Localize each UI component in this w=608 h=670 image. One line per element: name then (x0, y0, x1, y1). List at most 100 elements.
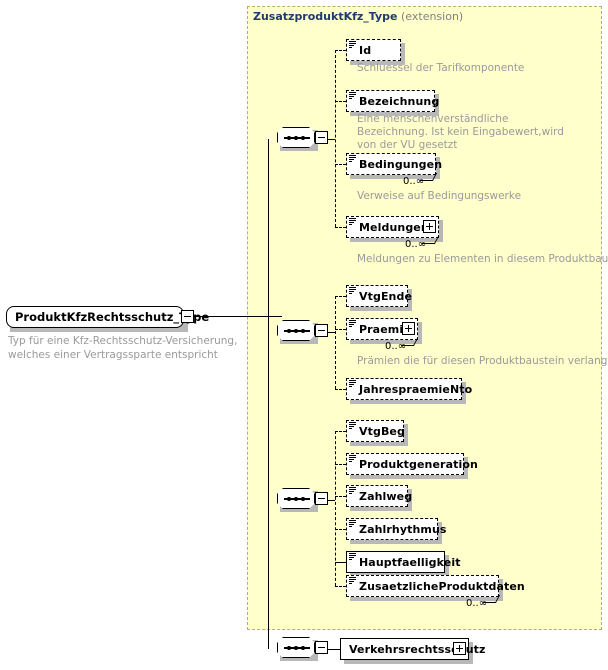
node-body: Produktgeneration (346, 453, 478, 475)
element-label: Verkehrsrechtsschutz (349, 642, 486, 656)
node-body: ZusaetzlicheProduktdaten (346, 575, 525, 597)
element-node-vtgende[interactable]: VtgEnde (346, 285, 412, 311)
expand-icon[interactable] (423, 220, 436, 233)
element-icon (349, 155, 356, 162)
sequence-dots-1 (287, 134, 307, 141)
element-node-produktgeneration[interactable]: Produktgeneration (346, 453, 478, 479)
element-occurrence: 0..∞ (405, 239, 427, 250)
root-collapse-icon[interactable] (181, 310, 194, 323)
node-body: Hauptfaelligkeit (346, 551, 460, 573)
element-description: Eine menschenverständliche Bezeichnung. … (357, 113, 564, 151)
element-label: JahrespraemieNto (359, 382, 473, 396)
element-label: Produktgeneration (359, 457, 478, 471)
root-label: ProduktKfzRechtsschutz_Type (15, 310, 210, 324)
node-body: Bezeichnung (346, 90, 439, 112)
group-spine-line (268, 139, 269, 649)
element-icon (349, 41, 356, 48)
element-icon (349, 287, 356, 294)
element-icon (349, 577, 356, 584)
node-body: Bedingungen (346, 153, 442, 175)
element-icon (349, 455, 356, 462)
sequence-collapse-icon-4[interactable] (315, 641, 328, 654)
element-label: Praemie (359, 322, 411, 336)
element-icon (349, 487, 356, 494)
extension-qualifier: (extension) (401, 10, 464, 23)
seq4-stem (328, 649, 340, 650)
element-label: VtgBeg (359, 424, 405, 438)
expand-icon[interactable] (402, 322, 415, 335)
element-description: Prämien die für diesen Produktbaustein v… (357, 355, 608, 367)
node-body: Meldungen (346, 216, 439, 238)
element-icon (349, 380, 356, 387)
element-description: Schluessel der Tarifkomponente (357, 62, 525, 74)
element-icon (349, 422, 356, 429)
element-label: Hauptfaelligkeit (359, 555, 461, 569)
element-icon (349, 218, 356, 225)
seq2-branch-1 (335, 296, 346, 297)
seq2-stem (328, 332, 335, 333)
sequence-compositor-1[interactable] (277, 127, 328, 151)
element-icon (349, 92, 356, 99)
seq2-branch-spine (335, 296, 336, 389)
seq1-branch-2 (335, 101, 346, 102)
element-node-meldungen[interactable]: Meldungen (346, 216, 443, 242)
element-node-zahlweg[interactable]: Zahlweg (346, 485, 412, 511)
element-label: Bedingungen (359, 157, 443, 171)
seq3-branch-5 (335, 562, 346, 563)
seq3-branch-spine (335, 431, 336, 586)
seq3-branch-2 (335, 464, 346, 465)
sequence-compositor-4[interactable] (277, 637, 328, 661)
extension-type-name: ZusatzproduktKfz_Type (253, 10, 398, 23)
node-body: VtgBeg (346, 420, 405, 442)
element-node-bedingungen[interactable]: Bedingungen (346, 153, 442, 179)
seq3-branch-3 (335, 496, 346, 497)
seq3-branch-1 (335, 431, 346, 432)
element-label: Zahlweg (359, 489, 413, 503)
element-node-id[interactable]: Id (346, 39, 405, 65)
element-label: Zahlrhythmus (359, 522, 447, 536)
seq1-stem (328, 139, 335, 140)
element-occurrence: 0..∞ (466, 598, 488, 609)
sequence-compositor-2[interactable] (277, 320, 328, 344)
sequence-compositor-3[interactable] (277, 488, 328, 512)
element-label: Bezeichnung (359, 94, 440, 108)
seq1-branch-4 (335, 227, 346, 228)
sequence-collapse-icon-2[interactable] (315, 324, 328, 337)
root-node[interactable]: ProduktKfzRechtsschutz_Type (6, 306, 209, 332)
seq2-branch-3 (335, 389, 346, 390)
sequence-dots-3 (287, 495, 307, 502)
seq1-branch-spine (335, 50, 336, 227)
extension-title: ZusatzproduktKfz_Type (extension) (253, 10, 463, 23)
node-body: JahrespraemieNto (346, 378, 472, 400)
node-body: Praemie (346, 318, 418, 340)
element-label: ZusaetzlicheProduktdaten (359, 579, 525, 593)
element-node-hauptfaelligkeit[interactable]: Hauptfaelligkeit (346, 551, 460, 577)
sequence-dots-4 (287, 644, 307, 651)
node-body: Verkehrsrechtsschutz (340, 638, 485, 660)
element-node-vtgbeg[interactable]: VtgBeg (346, 420, 408, 446)
node-body: VtgEnde (346, 285, 412, 307)
sequence-collapse-icon-3[interactable] (315, 492, 328, 505)
element-description: Meldungen zu Elementen in diesem Produkt… (357, 253, 608, 265)
element-node-verkehrsrechtsschutz[interactable]: Verkehrsrechtsschutz (340, 638, 485, 664)
root-connector-line (190, 316, 282, 317)
element-node-zusaetzlicheproduktdaten[interactable]: ZusaetzlicheProduktdaten (346, 575, 525, 601)
element-node-praemie[interactable]: Praemie (346, 318, 422, 344)
seq3-stem (328, 500, 335, 501)
root-description: Typ für eine Kfz-Rechtsschutz-Versicheru… (8, 335, 238, 361)
element-node-jahrespraemiento[interactable]: JahrespraemieNto (346, 378, 472, 404)
sequence-dots-2 (287, 327, 307, 334)
seq2-branch-2 (335, 329, 346, 330)
element-node-zahlrhythmus[interactable]: Zahlrhythmus (346, 518, 446, 544)
element-node-bezeichnung[interactable]: Bezeichnung (346, 90, 439, 116)
element-label: Meldungen (359, 220, 429, 234)
element-occurrence: 0..∞ (403, 176, 425, 187)
sequence-collapse-icon-1[interactable] (315, 131, 328, 144)
expand-icon[interactable] (453, 642, 466, 655)
node-body: Zahlweg (346, 485, 412, 507)
element-label: VtgEnde (359, 289, 413, 303)
root-body: ProduktKfzRechtsschutz_Type (6, 306, 209, 328)
node-body: Id (346, 39, 401, 61)
node-body: Zahlrhythmus (346, 518, 446, 540)
